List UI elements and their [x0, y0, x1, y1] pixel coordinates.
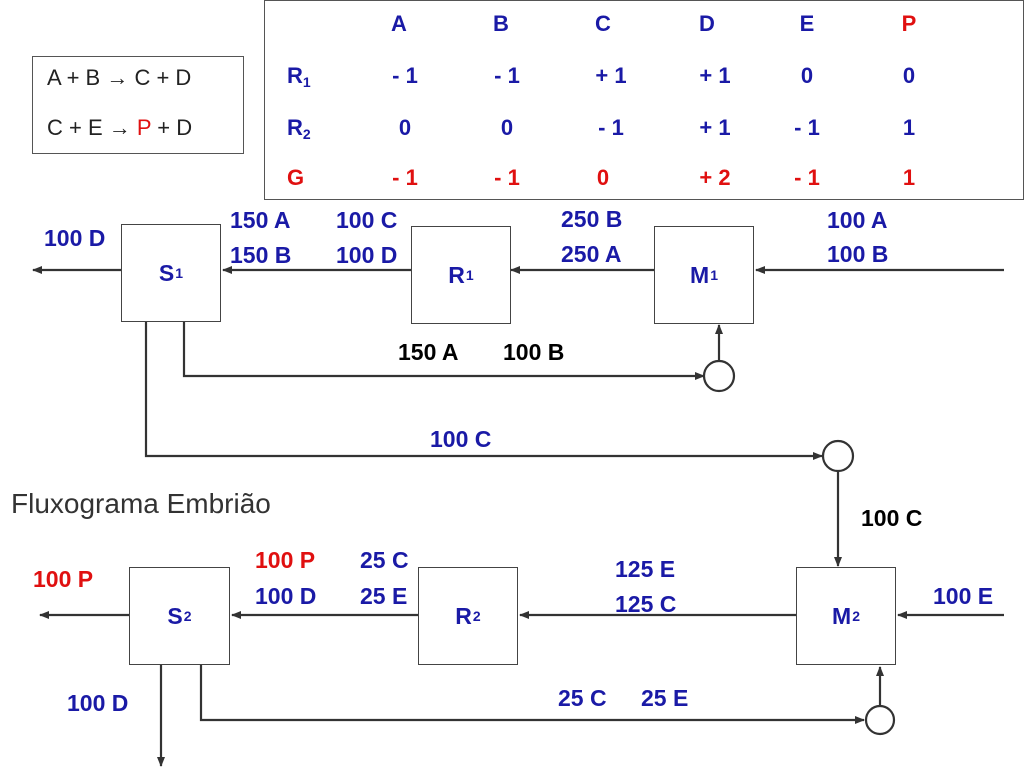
- table-cell: 0: [800, 63, 814, 88]
- stream-label: 100 A: [827, 207, 888, 233]
- header-a: A: [391, 11, 407, 36]
- reaction-2: C + E → P + D: [47, 115, 192, 141]
- stream-label: 250 A: [561, 241, 622, 267]
- table-cell: + 1: [699, 115, 731, 140]
- recycle-1-line: [182, 322, 705, 380]
- arrow-icon: →: [108, 115, 131, 140]
- transfer-c-line: [144, 322, 823, 460]
- stream-label: 100 P: [33, 566, 94, 592]
- stream-label: 150 B: [230, 242, 292, 268]
- table-cell: - 1: [392, 165, 418, 190]
- stream-label: 100 E: [933, 583, 994, 609]
- reaction-1-products: C + D: [128, 65, 192, 90]
- reaction-1: A + B → C + D: [47, 65, 191, 91]
- table-cell: + 1: [699, 63, 731, 88]
- table-cell: 0: [902, 63, 916, 88]
- stream-label: 100 P: [255, 547, 316, 573]
- stream-label: 150 A: [230, 207, 291, 233]
- table-cell: + 1: [595, 63, 627, 88]
- mixer-node-3: [864, 704, 896, 736]
- stoichiometry-table: A B C D E P R1 - 1 - 1 + 1 + 1 0 0 R2 0 …: [264, 0, 1024, 200]
- diagram-title: Fluxograma Embrião: [11, 488, 271, 519]
- reaction-1-reactants: A + B: [47, 65, 107, 90]
- table-cell: 0: [398, 115, 412, 140]
- stream-label: 100 D: [336, 242, 398, 268]
- stream-label: 150 A: [398, 339, 459, 365]
- reactions-box: A + B → C + D C + E → P + D: [32, 56, 244, 154]
- stream-label: 100 C: [861, 505, 923, 531]
- table-cell: - 1: [794, 115, 820, 140]
- row-label-r1: R1: [287, 63, 311, 90]
- stream-label: 125 C: [615, 591, 677, 617]
- stream-label: 100 B: [503, 339, 565, 365]
- stream-label: 25 E: [360, 583, 408, 609]
- header-b: B: [493, 11, 509, 36]
- reaction-2-reactants: C + E: [47, 115, 109, 140]
- table-cell: 1: [902, 115, 916, 140]
- row-label-r2: R2: [287, 115, 311, 142]
- arrow-icon: →: [106, 65, 129, 90]
- reaction-2-products: + D: [151, 115, 193, 140]
- stream-label: 25 E: [641, 685, 689, 711]
- mixer-node-1: [702, 359, 736, 393]
- stream-label: 100 C: [430, 426, 492, 452]
- table-cell: 0: [596, 165, 610, 190]
- stream-label: 250 B: [561, 206, 623, 232]
- mixer-node-2: [821, 439, 855, 473]
- row-label-g: G: [287, 165, 305, 190]
- table-cell: 0: [500, 115, 514, 140]
- stream-label: 125 E: [615, 556, 676, 582]
- table-cell: - 1: [392, 63, 418, 88]
- stream-label: 100 C: [336, 207, 398, 233]
- header-e: E: [799, 11, 815, 36]
- stream-label: 100 D: [255, 583, 317, 609]
- header-c: C: [595, 11, 611, 36]
- header-p: P: [901, 11, 917, 36]
- stream-label: 100 B: [827, 241, 889, 267]
- table-cell: - 1: [794, 165, 820, 190]
- table-cell: - 1: [494, 165, 520, 190]
- reaction-2-product-p: P: [136, 115, 152, 140]
- recycle-2-line: [199, 665, 865, 724]
- stream-label: 25 C: [360, 547, 409, 573]
- table-cell: - 1: [598, 115, 624, 140]
- table-cell: - 1: [494, 63, 520, 88]
- table-cell: 1: [902, 165, 916, 190]
- header-d: D: [699, 11, 715, 36]
- stream-label: 25 C: [558, 685, 607, 711]
- stream-label: 100 D: [67, 690, 129, 716]
- table-cell: + 2: [699, 165, 731, 190]
- stream-label: 100 D: [44, 225, 106, 251]
